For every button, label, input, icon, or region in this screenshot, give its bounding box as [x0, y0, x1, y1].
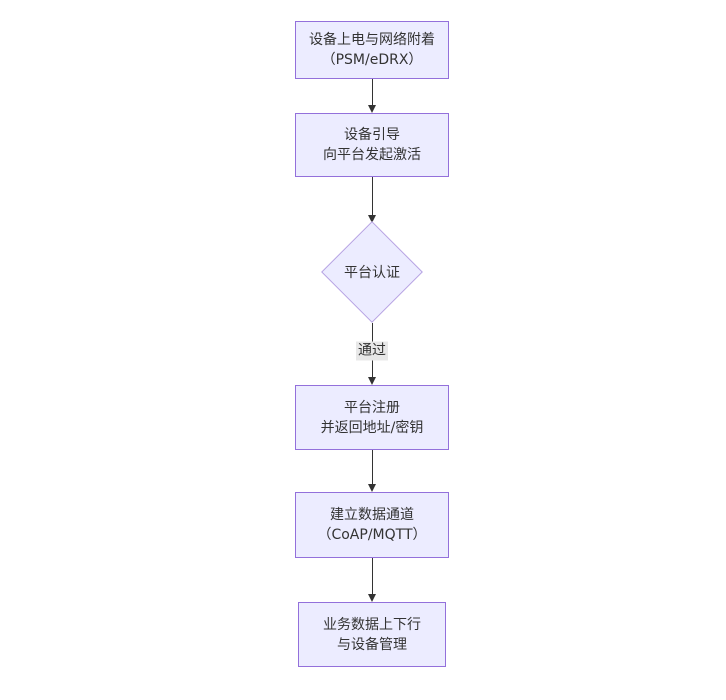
edge-label-pass: 通过: [356, 341, 388, 361]
arrowhead-down-icon: [367, 215, 376, 223]
arrowhead-down-icon: [367, 594, 376, 602]
arrowhead-down-icon: [367, 377, 376, 385]
edge-power-attach-to-bootstrap: [372, 79, 373, 105]
node-text-line: 业务数据上下行: [323, 616, 421, 633]
edge-bootstrap-to-auth: [372, 177, 373, 215]
arrowhead-down-icon: [367, 105, 376, 113]
node-text-line: （PSM/eDRX）: [321, 52, 423, 68]
flow-node-bootstrap: 设备引导 向平台发起激活: [295, 113, 449, 177]
node-text-line: （CoAP/MQTT）: [317, 527, 427, 543]
node-text-line: 设备上电与网络附着: [309, 32, 435, 48]
flow-node-data-channel: 建立数据通道 （CoAP/MQTT）: [295, 492, 449, 558]
flow-node-business-data: 业务数据上下行 与设备管理: [298, 602, 446, 667]
decision-label: 平台认证: [344, 265, 400, 281]
node-text-line: 并返回地址/密钥: [320, 419, 424, 436]
node-text-line: 平台注册: [344, 399, 400, 416]
node-text-line: 与设备管理: [337, 636, 407, 653]
arrowhead-down-icon: [367, 484, 376, 492]
node-text-line: 设备引导: [344, 127, 400, 143]
node-text-line: 建立数据通道: [330, 507, 414, 523]
edge-channel-to-business: [372, 558, 373, 594]
node-text-line: 向平台发起激活: [323, 147, 421, 163]
flow-node-register: 平台注册 并返回地址/密钥: [295, 385, 449, 450]
flow-node-power-attach: 设备上电与网络附着 （PSM/eDRX）: [295, 21, 449, 79]
edge-register-to-channel: [372, 450, 373, 484]
